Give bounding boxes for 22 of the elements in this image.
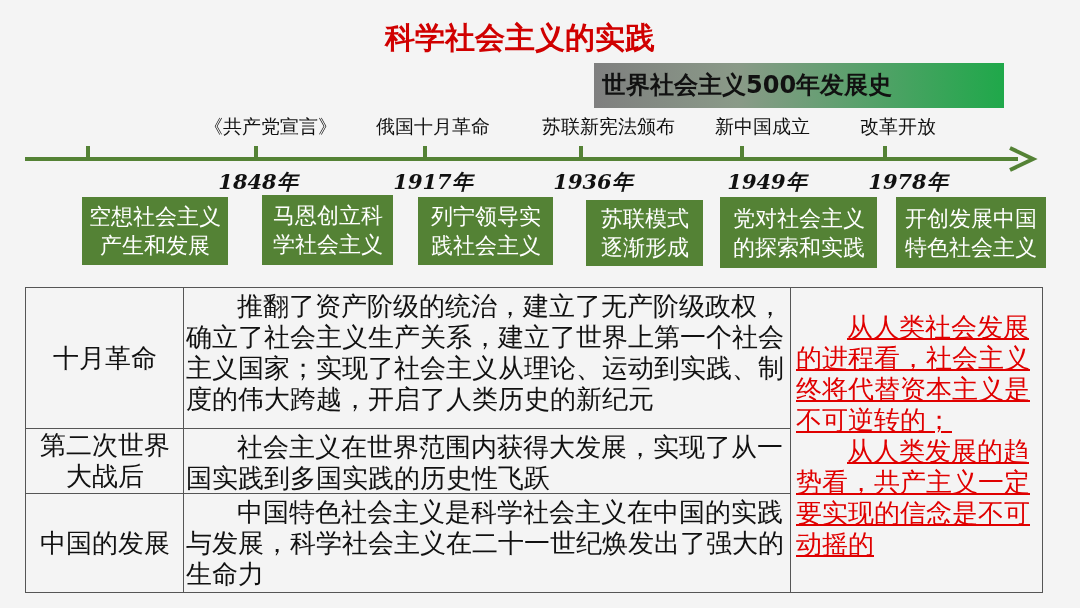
stage-box: 空想社会主义产生和发展 bbox=[82, 197, 228, 265]
stage-box: 党对社会主义的探索和实践 bbox=[720, 197, 877, 268]
stage-box: 开创发展中国特色社会主义 bbox=[896, 197, 1046, 268]
title: 科学社会主义的实践 bbox=[383, 19, 656, 57]
year-label: 1917年 bbox=[393, 168, 473, 196]
note-text: 从人类社会发展的进程看，社会主义终将代替资本主义是不可逆转的； bbox=[796, 312, 1031, 436]
stage-box: 苏联模式逐渐形成 bbox=[586, 200, 703, 266]
table-cell: 中国的发展 bbox=[25, 493, 184, 593]
stage-box: 列宁领导实践社会主义 bbox=[418, 197, 553, 265]
year-label: 1936年 bbox=[553, 168, 633, 196]
event-label: 俄国十月革命 bbox=[376, 114, 490, 139]
note-text: 从人类发展的趋势看，共产主义一定要实现的信念是不可动摇的 bbox=[796, 436, 1031, 560]
title-banner: 世界社会主义500年发展史 bbox=[594, 63, 1004, 108]
year-label: 1978年 bbox=[868, 168, 948, 196]
stage-box: 马恩创立科学社会主义 bbox=[262, 195, 393, 265]
event-label: 《共产党宣言》 bbox=[203, 114, 337, 139]
event-label: 改革开放 bbox=[860, 114, 936, 139]
year-label: 1949年 bbox=[727, 168, 807, 196]
event-label: 苏联新宪法颁布 bbox=[541, 114, 675, 139]
year-label: 1848年 bbox=[218, 168, 298, 196]
table-cell: 十月革命 bbox=[25, 287, 184, 429]
event-label: 新中国成立 bbox=[714, 114, 810, 139]
